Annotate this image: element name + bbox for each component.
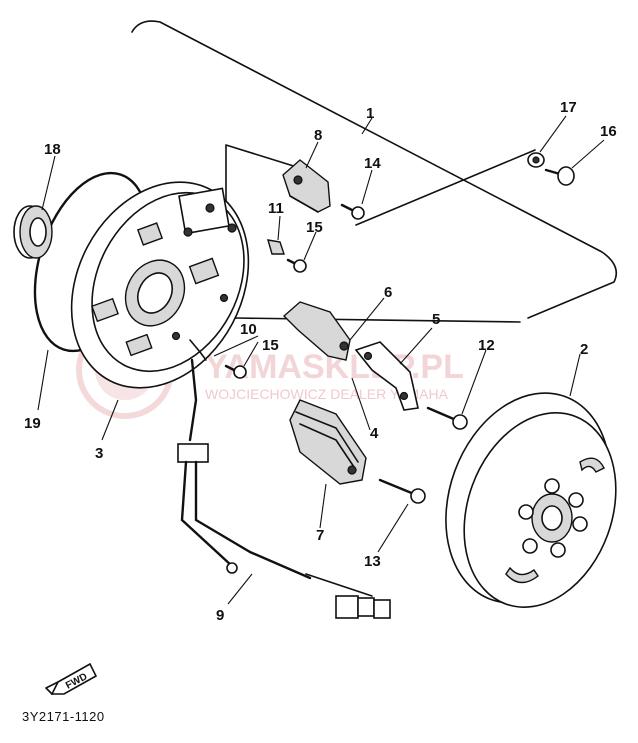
diagram-code: 3Y2171-1120 xyxy=(22,709,105,724)
callout-8: 8 xyxy=(314,127,322,144)
callout-labels: 1 2 3 4 5 6 7 8 9 10 11 12 13 14 15 15 1… xyxy=(24,99,617,624)
fwd-arrow: FWD xyxy=(45,662,98,695)
screw-13 xyxy=(378,478,426,504)
rotor xyxy=(445,392,617,608)
washer-17 xyxy=(527,152,545,168)
oil-seal xyxy=(13,205,53,259)
assembly-bracket-line xyxy=(131,20,618,323)
callout-15-lower: 15 xyxy=(262,337,279,354)
callout-10: 10 xyxy=(240,321,257,338)
callout-17: 17 xyxy=(560,99,577,116)
watermark-sub: WOJCIECHOWICZ DEALER YAMAHA xyxy=(205,386,449,402)
screw-12 xyxy=(426,406,468,430)
callout-5: 5 xyxy=(432,311,440,328)
screw-15-lower xyxy=(224,364,247,379)
fwd-label: FWD xyxy=(64,671,89,691)
bracket-5 xyxy=(354,341,419,411)
callout-11: 11 xyxy=(268,200,284,217)
charge-coil-6 xyxy=(282,301,351,361)
assembly-bracket-branch xyxy=(179,144,536,341)
wire-harness xyxy=(177,339,391,619)
callout-9: 9 xyxy=(216,607,224,624)
leader-lines xyxy=(37,115,605,605)
callout-1: 1 xyxy=(366,105,374,122)
callout-2: 2 xyxy=(580,341,588,358)
callout-16: 16 xyxy=(600,123,617,140)
callout-4: 4 xyxy=(370,425,379,442)
callout-18: 18 xyxy=(44,141,61,158)
screw-14 xyxy=(340,203,365,220)
callout-19: 19 xyxy=(24,415,41,432)
callout-7: 7 xyxy=(316,527,324,544)
callout-13: 13 xyxy=(364,553,381,570)
callout-14: 14 xyxy=(364,155,381,172)
screw-15-upper xyxy=(286,258,307,273)
callout-15-upper: 15 xyxy=(306,219,323,236)
stator-plate xyxy=(70,181,250,389)
bolt-16 xyxy=(544,166,575,186)
clamp-11 xyxy=(267,239,285,255)
callout-6: 6 xyxy=(384,284,392,301)
pickup-coil xyxy=(282,159,331,213)
coil-7 xyxy=(289,399,367,485)
callout-12: 12 xyxy=(478,337,495,354)
callout-3: 3 xyxy=(95,445,103,462)
